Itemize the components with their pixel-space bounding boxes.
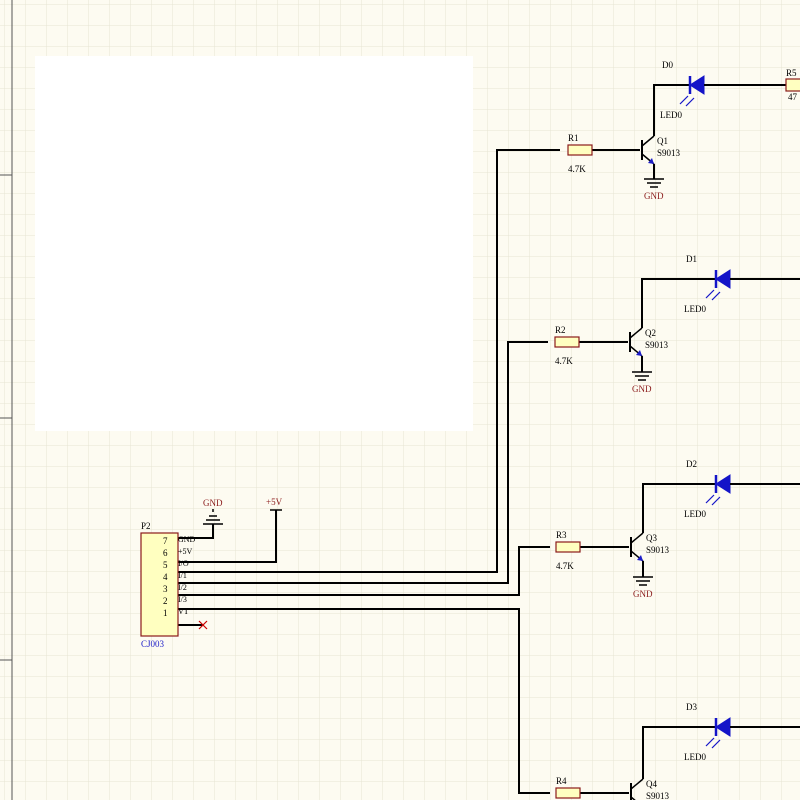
gnd-symbol — [632, 371, 652, 381]
gnd-symbol — [203, 509, 223, 525]
blank-panel — [35, 56, 473, 431]
led-label: LED0 — [684, 509, 706, 519]
diode-label: D3 — [686, 702, 697, 712]
resistor-value: 4.7K — [556, 561, 574, 571]
sheet-border — [0, 0, 13, 800]
vcc-label: +5V — [266, 497, 283, 507]
driver-channels: R14.7KQ1S9013GNDD0LED0R24.7KQ2S9013GNDD1… — [554, 60, 800, 800]
pin-number: 4 — [163, 572, 168, 582]
resistor-r5[interactable]: R5 47 — [706, 68, 800, 102]
resistor-body — [555, 541, 581, 553]
transistor-part: S9013 — [646, 791, 670, 800]
no-connect-marker — [198, 620, 208, 630]
light-arrow-icon — [711, 291, 721, 301]
led-label: LED0 — [660, 110, 682, 120]
light-arrow-icon — [705, 289, 715, 299]
emitter-arrow-icon — [648, 158, 654, 164]
pin-number: 7 — [163, 536, 168, 546]
pin-name: +5V — [178, 547, 193, 556]
diode-label: D2 — [686, 459, 697, 469]
gnd-symbol — [633, 576, 653, 586]
pin-name: VT — [178, 607, 189, 616]
transistor-label: Q3 — [646, 533, 657, 543]
light-arrow-icon — [705, 494, 715, 504]
pin-name: I/1 — [178, 571, 187, 580]
resistor-body — [554, 336, 580, 348]
light-arrow-icon — [685, 97, 695, 107]
resistor-label: R2 — [555, 325, 566, 335]
diode-label: D1 — [686, 254, 697, 264]
emitter-arrow-icon — [637, 555, 643, 561]
resistor-r1[interactable]: R1 4.7K — [567, 133, 640, 174]
light-arrow-icon — [679, 95, 689, 105]
pin-name: I/3 — [178, 595, 187, 604]
transistor-label: Q1 — [657, 136, 668, 146]
gnd-label: GND — [203, 498, 223, 508]
resistor-value: 4.7K — [555, 356, 573, 366]
gnd-label: GND — [633, 589, 653, 599]
led-label: LED0 — [684, 304, 706, 314]
emitter-arrow-icon — [636, 350, 642, 356]
light-arrow-icon — [711, 739, 721, 749]
connector-part: CJ003 — [141, 639, 165, 649]
transistor-label: Q4 — [646, 779, 657, 789]
resistor-body — [567, 144, 593, 156]
connector-body — [140, 532, 179, 637]
light-arrow-icon — [711, 496, 721, 506]
light-arrow-icon — [705, 737, 715, 747]
connector-designator: P2 — [141, 521, 151, 531]
pin-name: I/O — [178, 559, 189, 568]
transistor-part: S9013 — [657, 148, 681, 158]
resistor-label: R1 — [568, 133, 579, 143]
resistor-value: 4.7K — [568, 164, 586, 174]
r5-body — [785, 78, 800, 92]
r5-value: 47 — [788, 92, 798, 102]
pin-number: 1 — [163, 608, 168, 618]
pin-name: GND — [178, 535, 196, 544]
led-label: LED0 — [684, 752, 706, 762]
pin-name: I/2 — [178, 583, 187, 592]
transistor-part: S9013 — [646, 545, 670, 555]
connector-pins: 7 GND 6 +5V 5 I/O 4 I/1 3 I/2 2 I/3 1 VT — [163, 535, 196, 618]
resistor-r4[interactable]: R4 — [555, 776, 629, 799]
pin-number: 5 — [163, 560, 168, 570]
gnd-label: GND — [632, 384, 652, 394]
transistor-label: Q2 — [645, 328, 656, 338]
transistor-part: S9013 — [645, 340, 669, 350]
resistor-body — [555, 787, 581, 799]
signal-wires — [178, 149, 560, 794]
resistor-r3[interactable]: R3 4.7K — [555, 530, 629, 571]
pin-number: 2 — [163, 596, 168, 606]
resistor-label: R4 — [556, 776, 567, 786]
pin-number: 3 — [163, 584, 168, 594]
gnd-symbol — [644, 178, 664, 188]
pin-number: 6 — [163, 548, 168, 558]
r5-label: R5 — [786, 68, 797, 78]
resistor-label: R3 — [556, 530, 567, 540]
connector-p2[interactable]: P2 CJ003 7 GND 6 +5V 5 I/O 4 I/1 3 I/2 2 I/3 1 VT — [140, 521, 196, 649]
resistor-r2[interactable]: R2 4.7K — [554, 325, 628, 366]
gnd-label: GND — [644, 191, 664, 201]
diode-label: D0 — [662, 60, 673, 70]
